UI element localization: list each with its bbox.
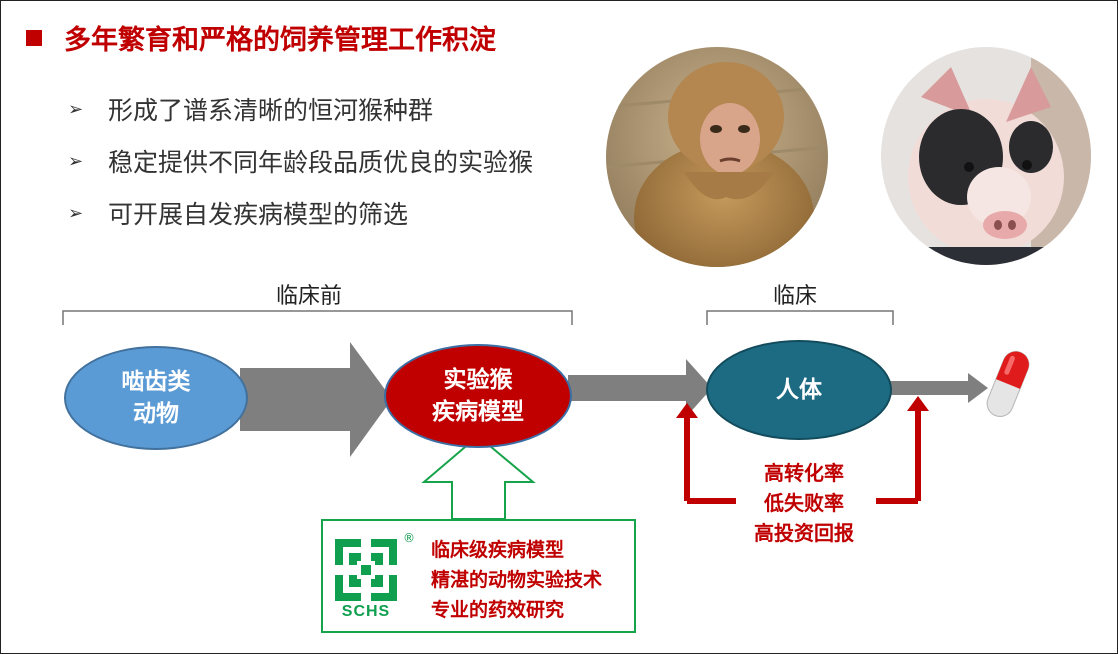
arrow-bullet-icon: ➢ (68, 98, 84, 120)
monkey-node-line1: 实验猴 (443, 367, 513, 393)
rodent-node-line1: 啮齿类 (121, 369, 191, 395)
monkey-node-line2: 疾病模型 (432, 399, 524, 425)
pill-capsule-icon (986, 351, 1030, 417)
bullet-item: ➢ 可开展自发疾病模型的筛选 (68, 180, 533, 246)
flow-arrow-rodent-monkey (240, 342, 392, 457)
bullet-text: 稳定提供不同年龄段品质优良的实验猴 (108, 148, 534, 177)
title-row: 多年繁育和严格的饲养管理工作积淀 (26, 18, 496, 57)
feedback-line: 高转化率 (764, 461, 844, 485)
schs-box: SCHS ® 临床级疾病模型 精湛的动物实验技术 专业的药效研究 (321, 519, 636, 633)
registered-mark: ® (403, 531, 415, 545)
human-node: 人体 (706, 340, 892, 440)
monkey-photo (606, 47, 828, 267)
feedback-text: 高转化率 低失败率 高投资回报 (744, 458, 864, 548)
clinical-bracket (706, 310, 894, 325)
arrow-bullet-icon: ➢ (68, 150, 84, 172)
human-node-label: 人体 (776, 377, 822, 403)
bullet-list: ➢ 形成了谱系清晰的恒河猴种群 ➢ 稳定提供不同年龄段品质优良的实验猴 ➢ 可开… (68, 90, 533, 246)
arrow-bullet-icon: ➢ (68, 202, 84, 224)
preclinical-bracket (62, 310, 573, 325)
feedback-line: 高投资回报 (754, 521, 854, 545)
rodent-node-line2: 动物 (133, 401, 179, 427)
schs-feature-line: 精湛的动物实验技术 (431, 569, 603, 591)
schs-features: 临床级疾病模型 精湛的动物实验技术 专业的药效研究 (431, 535, 602, 625)
bullet-item: ➢ 形成了谱系清晰的恒河猴种群 (68, 76, 533, 142)
square-bullet-icon (26, 29, 42, 46)
bullet-text: 可开展自发疾病模型的筛选 (108, 200, 409, 229)
slide-title: 多年繁育和严格的饲养管理工作积淀 (64, 25, 496, 56)
monkey-model-node: 实验猴 疾病模型 (384, 344, 572, 448)
bullet-text: 形成了谱系清晰的恒河猴种群 (108, 96, 434, 125)
schs-support-arrow (421, 434, 536, 520)
feedback-line: 低失败率 (764, 491, 844, 515)
clinical-label: 临床 (773, 284, 818, 309)
schs-logo-icon: SCHS (335, 539, 397, 620)
schs-feature-line: 专业的药效研究 (431, 599, 565, 621)
bullet-item: ➢ 稳定提供不同年龄段品质优良的实验猴 (68, 128, 533, 194)
preclinical-label: 临床前 (276, 284, 343, 309)
flow-arrow-monkey-human (568, 359, 712, 417)
flow-arrow-human-pill (888, 373, 988, 403)
schs-feature-line: 临床级疾病模型 (431, 539, 565, 561)
rodent-node: 啮齿类 动物 (64, 346, 248, 450)
schs-logo-text: SCHS (341, 603, 391, 620)
